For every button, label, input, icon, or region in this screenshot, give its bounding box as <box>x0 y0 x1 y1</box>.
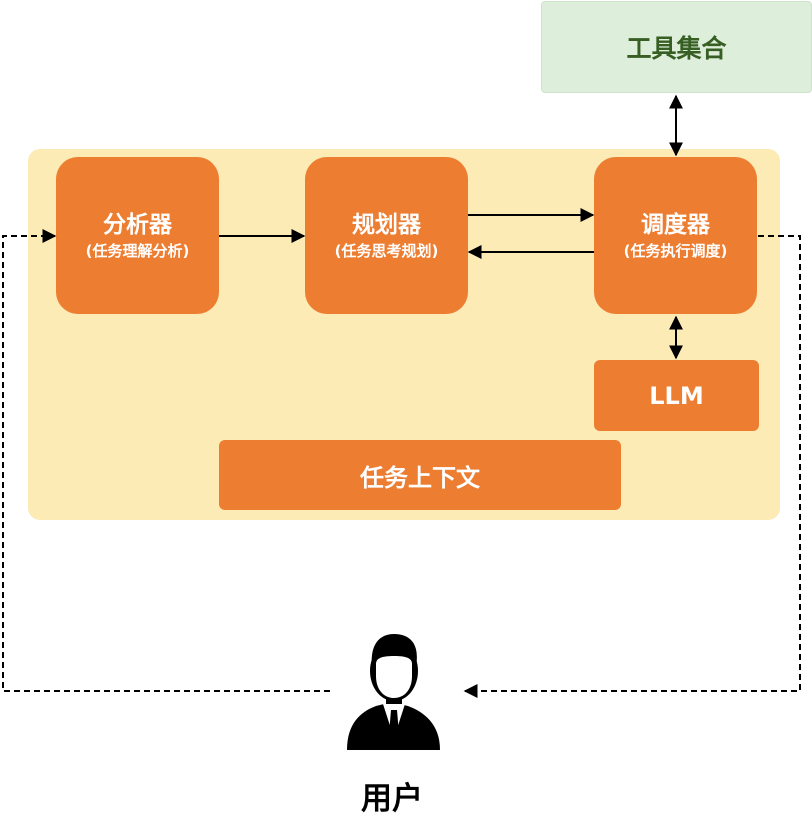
planner-box: 规划器 (任务思考规划) <box>305 157 468 314</box>
scheduler-subtitle: (任务执行调度) <box>623 241 728 260</box>
tools-box: 工具集合 <box>541 1 812 93</box>
llm-label: LLM <box>649 381 704 410</box>
planner-subtitle: (任务思考规划) <box>334 241 439 260</box>
tools-label: 工具集合 <box>626 34 727 63</box>
scheduler-title: 调度器 <box>641 211 710 238</box>
dashed-user-to-analyzer <box>2 229 330 692</box>
llm-box: LLM <box>594 360 759 431</box>
dashed-scheduler-to-user <box>463 235 801 698</box>
task-context-box: 任务上下文 <box>219 440 621 510</box>
planner-title: 规划器 <box>352 211 421 238</box>
user-label: 用户 <box>361 780 423 817</box>
analyzer-box: 分析器 (任务理解分析) <box>56 157 219 314</box>
analyzer-title: 分析器 <box>103 211 172 238</box>
scheduler-box: 调度器 (任务执行调度) <box>594 157 757 314</box>
analyzer-subtitle: (任务理解分析) <box>85 241 190 260</box>
user-business-icon <box>347 634 440 750</box>
task-context-label: 任务上下文 <box>360 463 480 492</box>
